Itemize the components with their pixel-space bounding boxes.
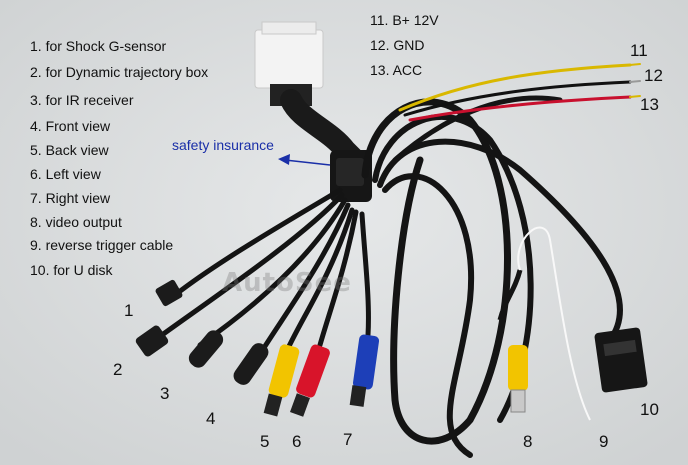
connector-4 xyxy=(233,343,269,385)
callout-11: 11 xyxy=(630,41,648,60)
connector-2 xyxy=(135,325,169,357)
legend-item-2: 2. for Dynamic trajectory box xyxy=(30,64,209,80)
callout-8: 8 xyxy=(523,432,533,451)
callout-1: 1 xyxy=(124,301,134,320)
branch-cables xyxy=(152,187,371,373)
callout-2: 2 xyxy=(113,360,123,379)
power-wires xyxy=(398,63,641,122)
bundle-sleeve xyxy=(280,89,371,176)
legend-item-10: 10. for U disk xyxy=(30,262,113,278)
legend-item-6: 6. Left view xyxy=(30,166,101,182)
callout-5: 5 xyxy=(260,432,270,451)
safety-insurance-label: safety insurance xyxy=(172,137,274,153)
legend-item-3: 3. for IR receiver xyxy=(30,92,134,108)
callout-12: 12 xyxy=(644,66,663,85)
legend-item-13: 13. ACC xyxy=(370,62,423,78)
rca-plug-8 xyxy=(497,269,528,413)
legend-item-4: 4. Front view xyxy=(30,118,111,134)
rca-plug-6 xyxy=(290,344,330,417)
legend-item-9: 9. reverse trigger cable xyxy=(30,237,174,253)
legend-item-1: 1. for Shock G-sensor xyxy=(30,38,167,54)
legend-item-11: 11. B+ 12V xyxy=(370,12,439,28)
connector-3 xyxy=(188,330,224,368)
connector-1 xyxy=(155,279,183,307)
callout-9: 9 xyxy=(599,432,609,451)
wire-9 xyxy=(517,226,591,421)
callout-6: 6 xyxy=(292,432,302,451)
legend-item-5: 5. Back view xyxy=(30,142,109,158)
legend-item-7: 7. Right view xyxy=(30,190,111,206)
usb-connector-10 xyxy=(594,327,648,393)
legend-item-8: 8. video output xyxy=(30,214,122,230)
callout-7: 7 xyxy=(343,430,353,449)
rca-plug-5 xyxy=(263,344,300,417)
legend-item-12: 12. GND xyxy=(370,37,425,53)
callout-10: 10 xyxy=(640,400,659,419)
callout-3: 3 xyxy=(160,384,170,403)
callout-13: 13 xyxy=(640,95,659,114)
callout-4: 4 xyxy=(206,409,216,428)
rca-plug-7 xyxy=(349,334,380,407)
safety-arrow xyxy=(278,154,331,166)
watermark: AutoSee xyxy=(222,268,352,298)
